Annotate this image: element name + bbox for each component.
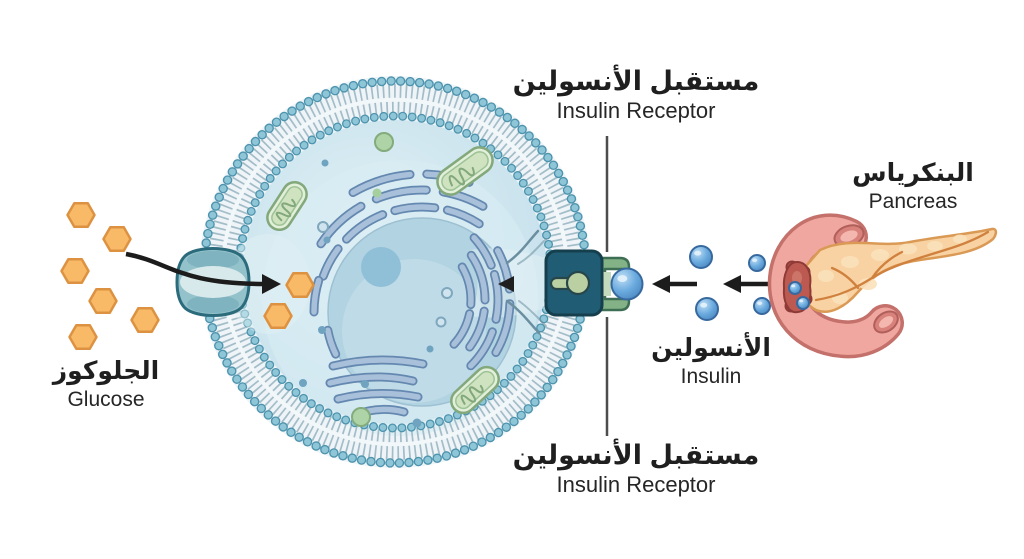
er-cisterna-fill xyxy=(491,271,501,323)
granule xyxy=(412,418,422,428)
er-cisterna-fill xyxy=(471,235,494,268)
er-cisterna-fill xyxy=(320,246,341,279)
islet-insulin-dots xyxy=(788,281,810,310)
er-cisterna-fill xyxy=(459,264,474,308)
insulin-label-en: Insulin xyxy=(680,364,742,388)
nucleolus xyxy=(361,247,401,287)
glucose-inside-cell xyxy=(263,272,315,329)
glucose-molecule xyxy=(60,258,90,284)
er-cisterna-fill xyxy=(350,171,413,196)
er-cisterna-fill xyxy=(373,187,430,202)
er-cisterna-fill xyxy=(311,277,322,315)
vesicle-green xyxy=(351,407,371,427)
receptor-clamp-slot xyxy=(600,272,611,296)
signal-arrow xyxy=(498,276,545,292)
insulin-molecule xyxy=(753,297,771,315)
er-cisterna-fill xyxy=(468,252,488,303)
golgi-cisterna-fill xyxy=(335,390,421,402)
insulin-molecules xyxy=(689,245,771,321)
er-cisterna-fill xyxy=(468,329,496,369)
insulin-highlight xyxy=(799,299,804,303)
cell xyxy=(199,76,591,468)
vesicle-green-small xyxy=(372,188,382,198)
insulin-label-ar: الأنسولين xyxy=(651,334,771,362)
glucose-molecule xyxy=(285,272,315,298)
insulin-receptor-label-top: مستقبل الأنسولين Insulin Receptor xyxy=(513,64,760,123)
granule xyxy=(361,380,369,388)
er-cisterna-fill xyxy=(466,308,487,350)
pancreas-label-ar: البنكرياس xyxy=(852,159,974,187)
insulin-arrows xyxy=(652,275,768,293)
insulin-receptor-label-bottom-en: Insulin Receptor xyxy=(556,472,716,498)
insulin-receptor-label-bottom-ar: مستقبل الأنسولين xyxy=(512,440,760,470)
granule xyxy=(426,345,434,353)
glucose-molecule xyxy=(88,288,118,314)
granule xyxy=(323,236,331,244)
er-cisterna-fill xyxy=(493,300,513,356)
glucose-label-en: Glucose xyxy=(67,387,145,411)
glucose-molecule xyxy=(66,202,96,228)
insulin-receptor xyxy=(544,249,644,317)
er-cisterna-fill xyxy=(444,207,482,227)
insulin-molecule xyxy=(788,281,802,295)
insulin-highlight xyxy=(757,301,763,305)
insulin-bound xyxy=(610,267,644,301)
glucose-entry-arrow xyxy=(125,251,281,294)
glucose-label-ar: الجلوكوز xyxy=(52,357,160,385)
insulin-receptor-label-bottom: مستقبل الأنسولين Insulin Receptor xyxy=(513,438,760,497)
insulin-molecule xyxy=(796,296,810,310)
mitochondrion xyxy=(266,181,308,231)
signal-waves xyxy=(505,229,547,335)
insulin-label: الأنسولين Insulin xyxy=(651,332,771,388)
insulin-receptor-label-top-ar: مستقبل الأنسولين xyxy=(512,66,760,96)
keyhole-icon xyxy=(565,270,591,296)
insulin-highlight xyxy=(752,258,758,262)
granule xyxy=(321,159,329,167)
vesicle-green xyxy=(374,132,394,152)
granule xyxy=(299,379,307,387)
cytoplasm-granules xyxy=(299,159,453,428)
vesicle xyxy=(441,287,453,299)
insulin-molecule xyxy=(689,245,713,269)
insulin-molecule xyxy=(748,254,766,272)
er-cisterna-fill xyxy=(325,327,339,357)
insulin-molecule xyxy=(610,267,644,301)
insulin-highlight xyxy=(694,250,702,256)
er-cisterna-fill xyxy=(318,203,364,247)
glucose-label: الجلوكوز Glucose xyxy=(53,355,159,411)
glucose-molecule xyxy=(102,226,132,252)
duodenum-mouth-top xyxy=(833,224,865,248)
golgi-apparatus xyxy=(325,355,428,419)
er-cisterna-fill xyxy=(392,204,438,214)
insulin-molecule xyxy=(695,297,719,321)
vesicle xyxy=(317,221,329,233)
pancreas-label: البنكرياس Pancreas xyxy=(852,157,974,213)
mitochondrion xyxy=(450,365,500,415)
er-cisterna-fill xyxy=(343,211,386,242)
er-cisterna-fill xyxy=(451,310,473,347)
pancreas xyxy=(767,213,998,359)
insulin-highlight xyxy=(700,302,708,308)
pancreas-label-en: Pancreas xyxy=(868,189,958,213)
insulin-highlight xyxy=(617,275,628,282)
insulin-receptor-label-top-en: Insulin Receptor xyxy=(556,98,716,124)
golgi-cisterna-fill xyxy=(327,374,416,386)
glucose-molecule xyxy=(263,303,293,329)
glucose-outside-cell xyxy=(60,202,160,350)
golgi-cisterna-fill xyxy=(330,357,426,369)
mitochondrion xyxy=(436,146,494,196)
duodenum-mouth-bottom xyxy=(873,310,899,334)
glucose-molecule xyxy=(68,324,98,350)
pancreatic-duct xyxy=(814,230,990,302)
insulin-highlight xyxy=(791,284,796,288)
glucose-molecule xyxy=(130,307,160,333)
granule xyxy=(318,326,326,334)
vesicle xyxy=(435,316,447,328)
